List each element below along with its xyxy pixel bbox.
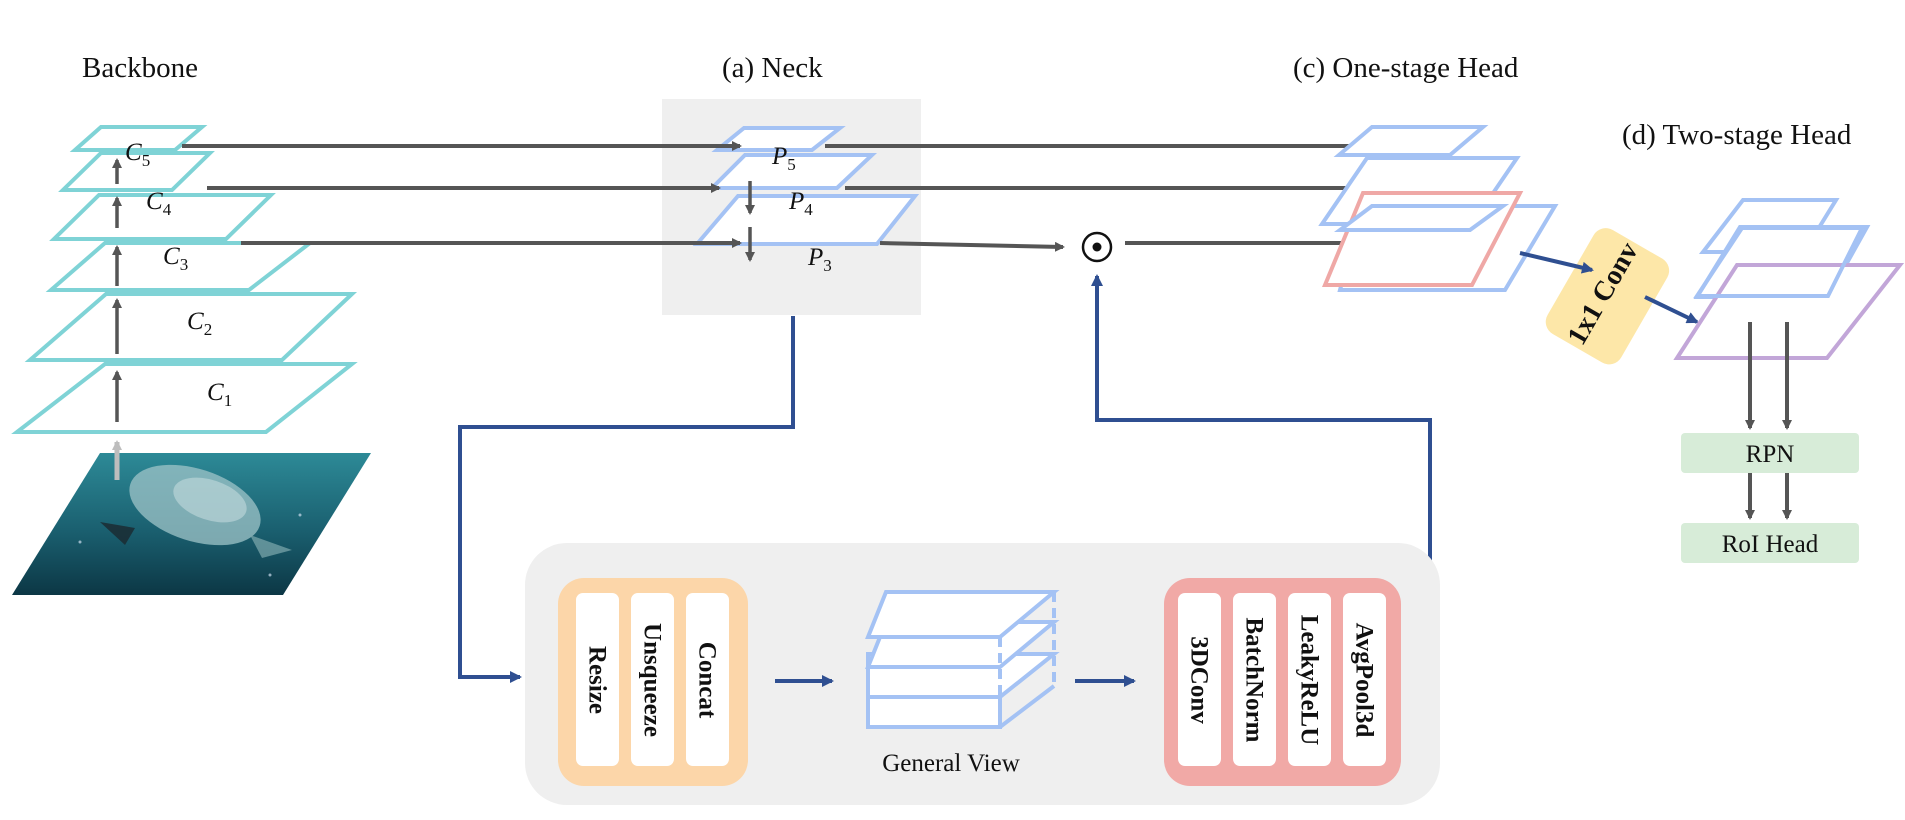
- c5-label: C5: [125, 139, 150, 170]
- p5-label: P5: [771, 143, 796, 174]
- module-b-box: [1164, 578, 1401, 786]
- leakyrelu-label: LeakyReLU: [1296, 615, 1323, 746]
- c2-label: C2: [187, 308, 212, 339]
- neck-to-module-arrow: [458, 316, 795, 683]
- conv3d-label: 3DConv: [1186, 636, 1213, 724]
- roi-head-label: RoI Head: [1722, 531, 1819, 558]
- conv-to-two-stage-arrow: [1644, 295, 1699, 324]
- conv-1x1-box: [1545, 228, 1670, 365]
- two-stage-arrows: [1745, 322, 1792, 520]
- concat-op: [686, 593, 729, 766]
- roi-head-box: [1681, 523, 1859, 563]
- one-stage-top-layer: [1333, 125, 1489, 157]
- c2-layer: [24, 292, 358, 362]
- c3-label: C3: [163, 243, 188, 274]
- c4-layer: [49, 193, 276, 241]
- c5-layer: [58, 151, 215, 192]
- p3-label: P3: [807, 244, 832, 275]
- neck-title: (a) Neck: [722, 52, 823, 84]
- backbone-title: Backbone: [82, 52, 198, 84]
- conv3d-op: [1178, 593, 1221, 766]
- c5-top-layer: [69, 125, 208, 152]
- batchnorm-op: [1233, 593, 1276, 766]
- resize-label: Resize: [584, 646, 611, 714]
- lateral-arrows: [182, 141, 742, 248]
- c4-label: C4: [146, 188, 172, 219]
- unsqueeze-op: [631, 593, 674, 766]
- general-view-stack: [865, 590, 1060, 729]
- batchnorm-label: BatchNorm: [1241, 618, 1268, 743]
- c1-layer: [11, 362, 358, 434]
- head-to-conv-arrow: [1519, 251, 1594, 274]
- p4-label: P4: [788, 188, 813, 219]
- one-stage-title: (c) One-stage Head: [1293, 52, 1519, 84]
- resize-op: [576, 593, 619, 766]
- c1-label: C1: [207, 379, 232, 410]
- avgpool3d-label: AvgPool3d: [1351, 623, 1378, 738]
- two-stage-head: [1673, 198, 1905, 360]
- elementwise-product-operator: [1081, 231, 1113, 263]
- two-stage-title: (d) Two-stage Head: [1622, 119, 1852, 151]
- one-stage-head: [1318, 125, 1559, 292]
- concat-label: Concat: [694, 642, 721, 719]
- general-view-label: General View: [882, 750, 1020, 777]
- rpn-label: RPN: [1746, 441, 1795, 468]
- unsqueeze-label: Unsqueeze: [639, 623, 666, 737]
- conv-1x1-block: 1x1 Conv: [1545, 228, 1670, 365]
- avgpool3d-op: [1343, 593, 1386, 766]
- leakyrelu-op: [1288, 593, 1331, 766]
- backbone-pyramid: [11, 125, 358, 434]
- rpn-box: [1681, 433, 1859, 473]
- p5-layer: [707, 153, 878, 190]
- p5-top-layer: [711, 126, 846, 152]
- neck-to-head-arrows: [825, 141, 1374, 252]
- input-image: [12, 453, 371, 595]
